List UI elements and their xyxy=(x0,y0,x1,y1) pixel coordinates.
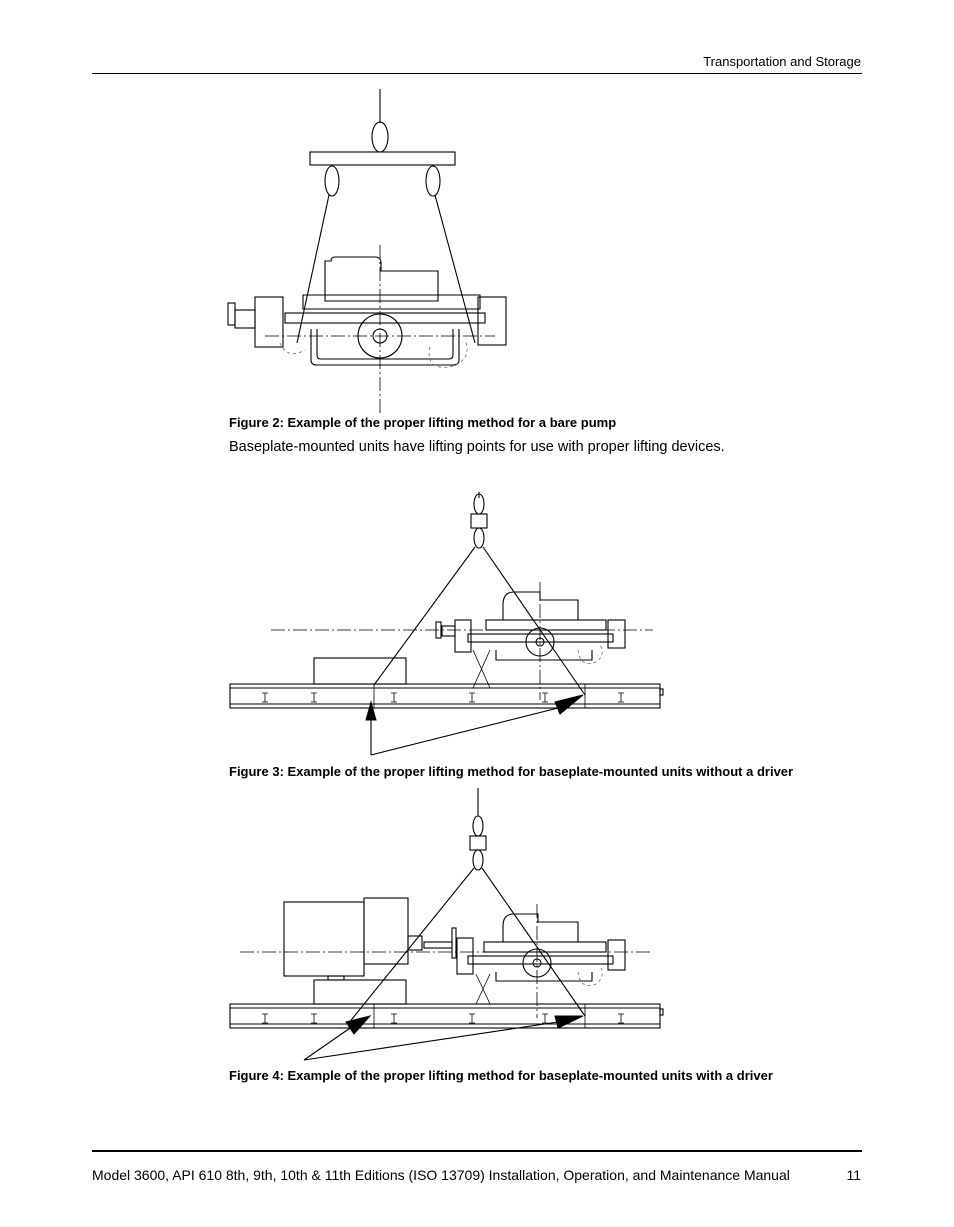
figure-4-baseplate-with-driver-lifting-drawing xyxy=(228,786,668,1066)
header-divider xyxy=(92,73,862,74)
figure-3-caption: Figure 3: Example of the proper lifting … xyxy=(229,764,794,779)
figure-4-caption: Figure 4: Example of the proper lifting … xyxy=(229,1068,773,1083)
figure-2-bare-pump-lifting-drawing xyxy=(225,85,515,415)
figure-2-caption: Figure 2: Example of the proper lifting … xyxy=(229,415,617,430)
footer-divider xyxy=(92,1150,862,1152)
body-paragraph: Baseplate-mounted units have lifting poi… xyxy=(229,439,725,455)
figure-3-baseplate-lifting-drawing xyxy=(228,490,668,760)
page-number: 11 xyxy=(846,1167,861,1183)
footer-manual-title: Model 3600, API 610 8th, 9th, 10th & 11t… xyxy=(92,1167,790,1183)
running-header-title: Transportation and Storage xyxy=(703,54,861,69)
